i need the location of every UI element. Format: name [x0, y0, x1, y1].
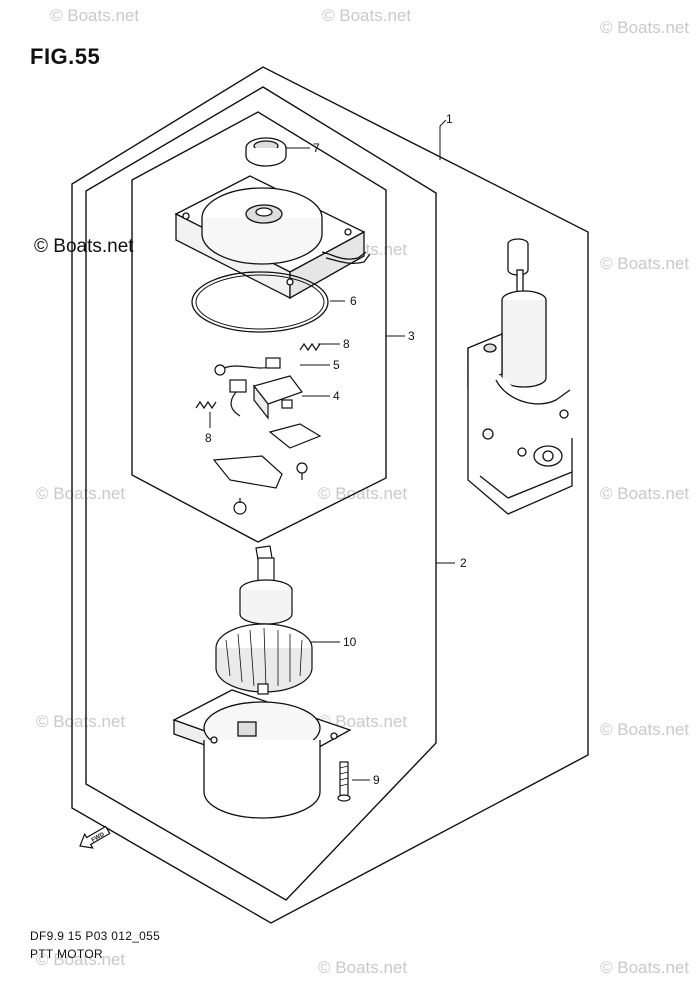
- callout-1: 1: [446, 112, 453, 126]
- watermark: © Boats.net: [36, 712, 126, 731]
- fwd-arrow-icon: FWD: [79, 825, 111, 849]
- figure-title: FIG.55: [30, 44, 101, 69]
- motor-housing-part: [172, 689, 352, 819]
- tilt-cylinder-unit: [467, 238, 573, 515]
- watermark: © Boats.net: [318, 958, 408, 977]
- watermark: © Boats.net: [50, 6, 140, 25]
- callout-3: 3: [408, 329, 415, 343]
- callout-6: 6: [350, 294, 357, 308]
- brush-part: [214, 357, 281, 417]
- brush-holder-frame: [131, 111, 387, 543]
- armature-part: [215, 545, 313, 695]
- callout-9: 9: [373, 773, 380, 787]
- callout-2: 2: [460, 556, 467, 570]
- watermark: © Boats.net: [318, 484, 408, 503]
- watermark: © Boats.net: [36, 484, 126, 503]
- bolt-part: [337, 761, 351, 802]
- watermark-strong: © Boats.net: [34, 236, 134, 257]
- callout-10: 10: [343, 635, 357, 649]
- callout-5: 5: [333, 358, 340, 372]
- watermark: © Boats.net: [600, 254, 690, 273]
- spring-part: [195, 342, 321, 410]
- o-ring-part: [191, 271, 329, 333]
- watermark: © Boats.net: [600, 720, 690, 739]
- callout-8: 8: [343, 337, 350, 351]
- callout-4: 4: [333, 389, 340, 403]
- assembly-frame-inner: [85, 86, 437, 901]
- drawing-code: DF9.9 15 P03 012_055: [30, 929, 161, 943]
- watermark: © Boats.net: [322, 6, 412, 25]
- figure-caption: PTT MOTOR: [30, 947, 103, 961]
- bearing-part: [245, 137, 287, 167]
- assembly-frame-outer: [71, 66, 589, 924]
- end-cap-part: [174, 175, 371, 300]
- watermark: © Boats.net: [36, 950, 126, 969]
- callout-8: 8: [205, 431, 212, 445]
- callout-7: 7: [313, 141, 320, 155]
- plate-part: [212, 423, 322, 515]
- watermark: © Boats.net: [600, 484, 690, 503]
- watermark: © Boats.net: [600, 18, 690, 37]
- brush-holder-part: [252, 375, 303, 420]
- watermark: © Boats.net: [600, 958, 690, 977]
- o-ring-inner: [195, 274, 325, 330]
